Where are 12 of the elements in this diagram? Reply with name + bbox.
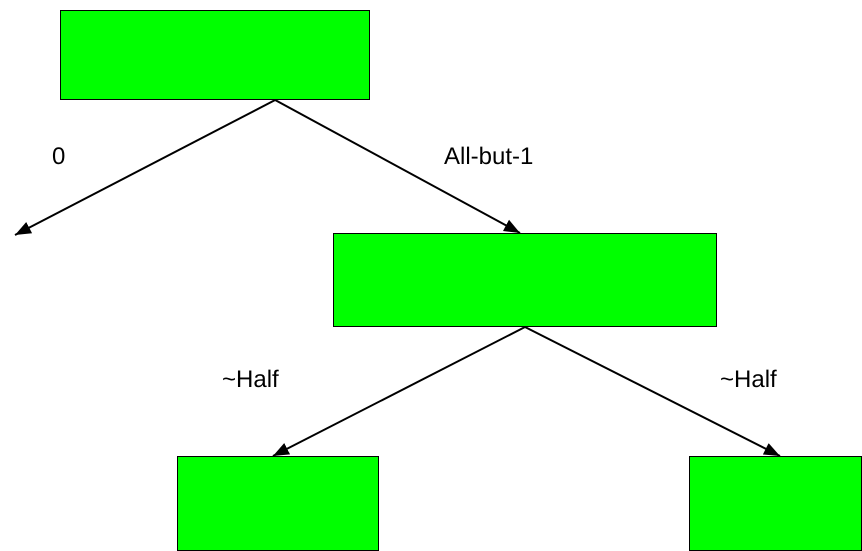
edge-label: ~Half	[222, 368, 279, 392]
process-box	[60, 10, 370, 100]
arrow	[274, 99, 520, 234]
arrow	[14, 99, 276, 236]
process-box	[177, 456, 379, 551]
edge-label: ~Half	[720, 368, 777, 392]
edge-label: 0	[52, 145, 66, 169]
arrow	[272, 326, 526, 457]
process-box	[333, 233, 717, 327]
edge-label: All-but-1	[444, 145, 534, 169]
arrow	[524, 326, 780, 457]
process-box	[689, 456, 862, 551]
